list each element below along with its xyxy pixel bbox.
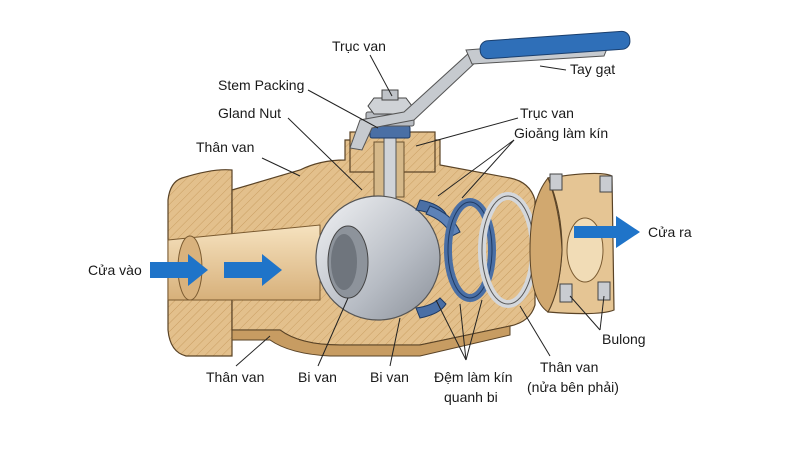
label-gioang-lam-kin: Gioăng làm kín — [514, 125, 608, 141]
label-dem-lam-kin-line2: quanh bi — [444, 389, 498, 405]
outlet-flow-arrow — [574, 216, 640, 248]
label-than-van-bottom-left: Thân van — [206, 369, 264, 385]
label-truc-van-right: Trục van — [520, 105, 574, 121]
handle-grip — [479, 30, 631, 60]
label-bi-van-2: Bi van — [370, 369, 409, 385]
label-stem-packing: Stem Packing — [218, 77, 304, 93]
label-than-van-right-line2: (nửa bên phải) — [527, 379, 619, 395]
label-than-van-right-line1: Thân van — [540, 359, 598, 375]
label-bulong: Bulong — [602, 331, 646, 347]
label-gland-nut: Gland Nut — [218, 105, 281, 121]
label-tay-gat: Tay gạt — [570, 61, 615, 77]
label-cua-ra: Cửa ra — [648, 224, 692, 240]
bolt — [559, 283, 573, 303]
bolt — [599, 175, 613, 193]
label-cua-vao: Cửa vào — [88, 262, 142, 278]
label-truc-van-top: Trục van — [332, 38, 386, 54]
valve-body-right-half — [529, 172, 615, 315]
leader-lines — [235, 54, 605, 367]
bolt — [549, 173, 563, 191]
stem-packing — [369, 125, 411, 139]
label-than-van-left-top: Thân van — [196, 139, 254, 155]
labels: Trục van Tay gạt Stem Packing Trục van G… — [88, 38, 692, 405]
label-bi-van-1: Bi van — [298, 369, 337, 385]
label-dem-lam-kin-line1: Đệm làm kín — [434, 369, 513, 385]
handle-lever — [349, 30, 631, 151]
inlet-flow-arrows — [150, 254, 282, 286]
ball — [315, 195, 441, 321]
